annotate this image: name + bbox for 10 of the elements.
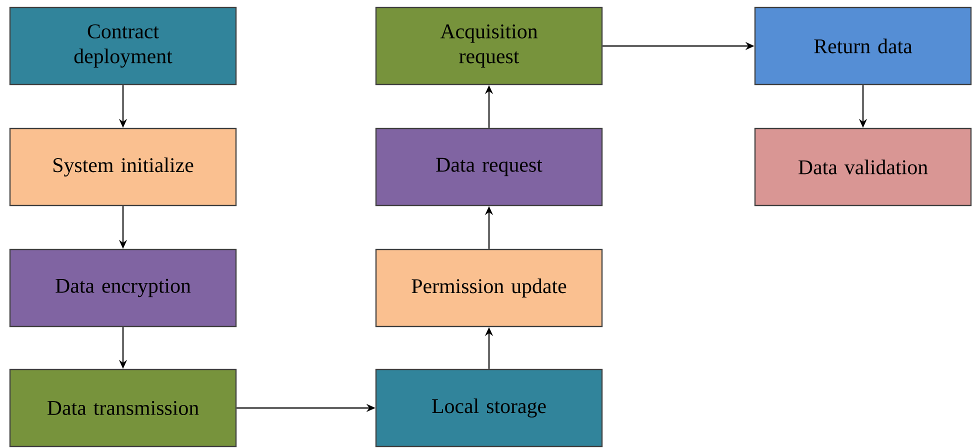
process-box: Data request <box>375 128 603 206</box>
process-box: Contract deployment <box>9 6 237 86</box>
process-box: System initialize <box>9 128 237 206</box>
process-box: Return data <box>754 6 972 86</box>
process-box: Data transmission <box>9 368 237 448</box>
process-box: Data encryption <box>9 248 237 328</box>
process-box: Local storage <box>375 368 603 448</box>
process-box: Permission update <box>375 248 603 328</box>
process-box: Data validation <box>754 128 972 206</box>
process-box: Acquisition request <box>375 6 603 86</box>
